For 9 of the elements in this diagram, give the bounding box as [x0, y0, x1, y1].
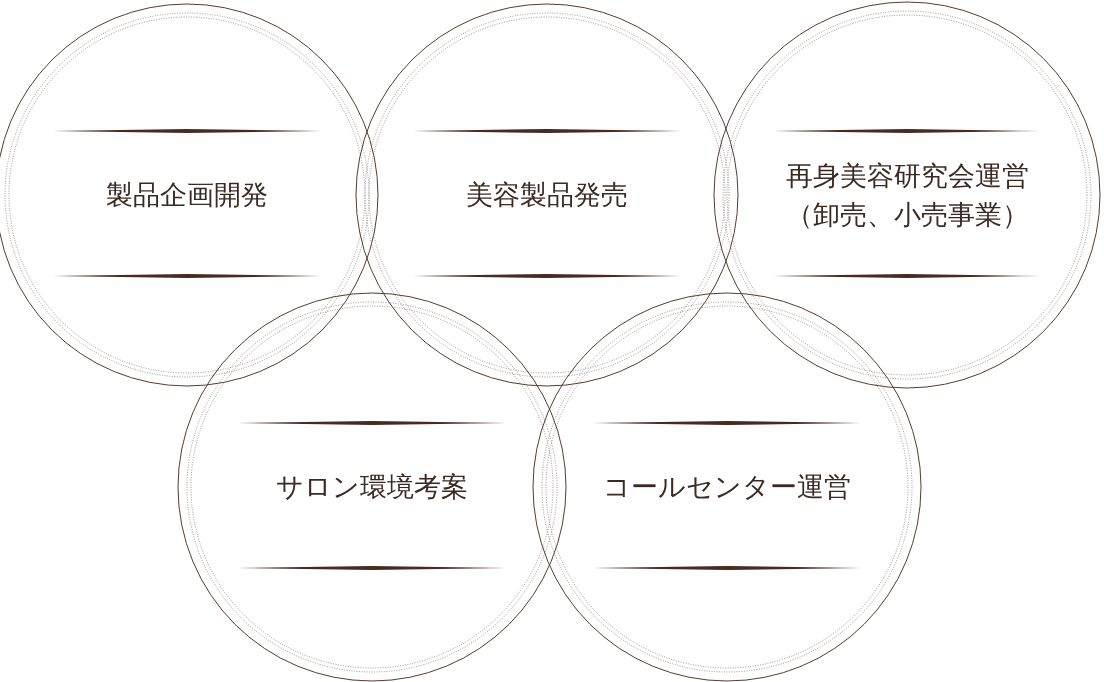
- circle-label: 再身美容研究会運営（卸売、小売事業）: [784, 158, 1030, 232]
- circle-label: 製品企画開発: [106, 178, 268, 213]
- circle: [355, 3, 739, 387]
- circle-label: サロン環境考案: [276, 470, 468, 505]
- circle-label: 美容製品発売: [466, 178, 628, 213]
- circle: [532, 292, 922, 682]
- circle: [177, 292, 567, 682]
- circle-label: コールセンター運営: [603, 470, 851, 505]
- circle: [713, 1, 1101, 389]
